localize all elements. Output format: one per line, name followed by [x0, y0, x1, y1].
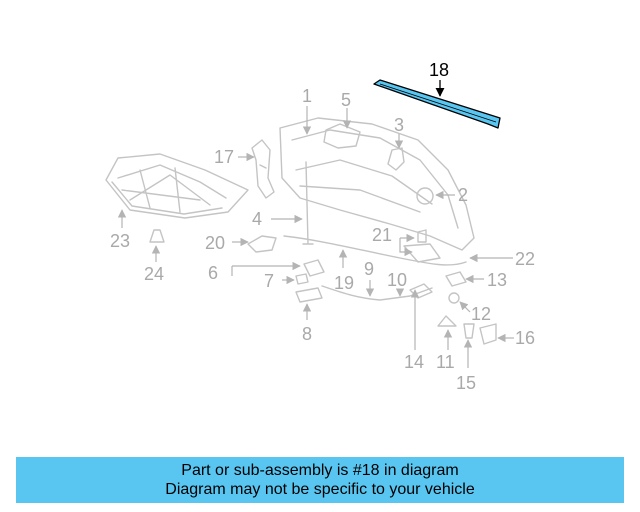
callout-12: 12 [471, 304, 491, 324]
striker-part [387, 147, 405, 171]
release-cable-part [283, 235, 467, 266]
bumper-part [416, 187, 434, 205]
latch-part [323, 123, 361, 149]
callout-14: 14 [404, 352, 424, 372]
callout-21: 21 [372, 225, 392, 245]
pin-part [463, 323, 475, 339]
hinge-part [251, 139, 275, 199]
callout-13: 13 [487, 270, 507, 290]
weatherstrip-inner-line [379, 83, 497, 123]
cable-part-9 [321, 285, 433, 301]
callout-7: 7 [264, 271, 274, 291]
callout-2: 2 [458, 185, 468, 205]
clip-part-21 [417, 229, 427, 243]
callout-6: 6 [208, 263, 218, 283]
callout-24: 24 [144, 264, 164, 284]
prop-rod-part [302, 161, 314, 245]
clip-part-6 [303, 259, 325, 277]
cap-part [479, 323, 497, 345]
callout-3: 3 [394, 115, 404, 135]
callout-15: 15 [456, 373, 476, 393]
clip-part-13 [445, 271, 467, 287]
clip-part-11 [437, 315, 457, 327]
callout-1: 1 [302, 86, 312, 106]
guide-part-10 [409, 283, 433, 299]
clip-part-7 [295, 273, 309, 285]
callout-9: 9 [364, 259, 374, 279]
callout-16: 16 [515, 328, 535, 348]
callout-4: 4 [252, 209, 262, 229]
callout-23: 23 [110, 231, 130, 251]
info-banner: Part or sub-assembly is #18 in diagram D… [16, 457, 624, 503]
callout-8: 8 [302, 324, 312, 344]
callout-22: 22 [515, 249, 535, 269]
weatherstrip-part-highlighted [373, 79, 501, 129]
banner-line-1: Part or sub-assembly is #18 in diagram [181, 462, 459, 479]
nut-part [448, 292, 460, 304]
callout-5: 5 [341, 90, 351, 110]
callout-20: 20 [205, 233, 225, 253]
bracket-part-21 [403, 243, 441, 263]
banner-line-2: Diagram may not be specific to your vehi… [165, 481, 475, 498]
callout-10: 10 [387, 270, 407, 290]
hood-parts-diagram: 1 2 3 4 5 6 7 8 9 10 11 12 13 14 15 16 1… [105, 60, 535, 393]
callout-19: 19 [334, 273, 354, 293]
clip-part-24 [149, 229, 165, 243]
callout-11: 11 [436, 352, 455, 372]
handle-part [295, 287, 323, 303]
callout-18: 18 [429, 60, 449, 80]
bracket-part-20 [247, 235, 277, 253]
insulator-pad-part [105, 153, 249, 219]
callout-17: 17 [214, 147, 234, 167]
